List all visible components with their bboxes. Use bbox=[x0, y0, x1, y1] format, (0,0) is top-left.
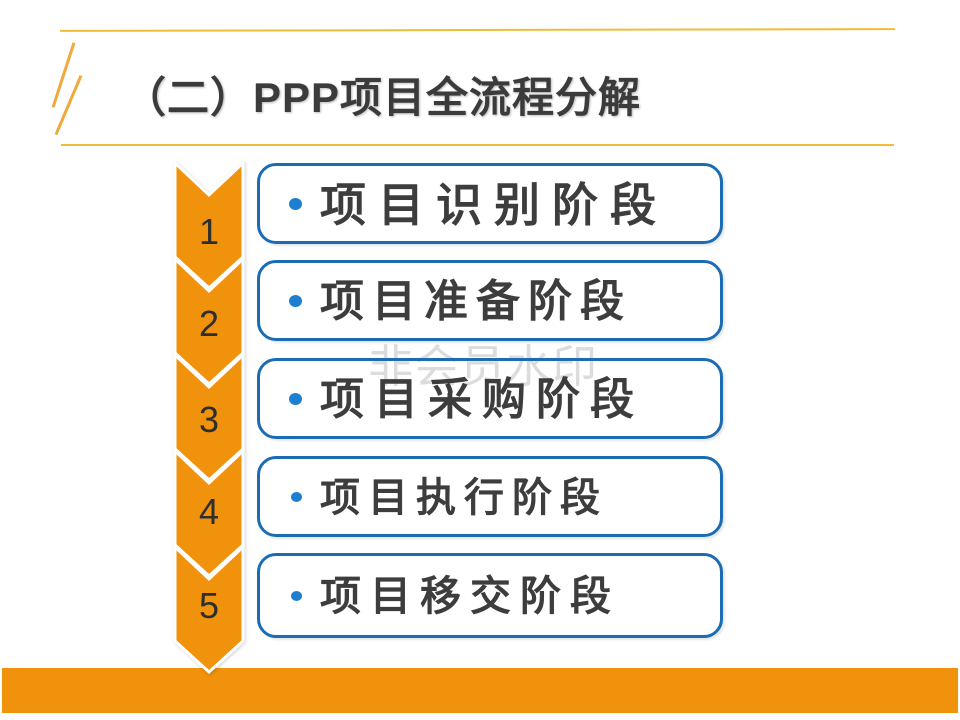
stage-box-preparation: 项目准备阶段 bbox=[257, 260, 723, 341]
stage-label: 项目移交阶段 bbox=[320, 573, 620, 619]
stage-box-transfer: 项目移交阶段 bbox=[257, 553, 723, 638]
bottom-accent-bar bbox=[2, 668, 958, 713]
stage-box-identification: 项目识别阶段 bbox=[257, 163, 723, 244]
process-arrow bbox=[173, 161, 245, 675]
bullet-icon bbox=[289, 197, 302, 210]
slide-title: （二）PPP项目全流程分解 bbox=[124, 74, 642, 121]
stage-number-1: 1 bbox=[198, 211, 220, 252]
stage-box-execution: 项目执行阶段 bbox=[257, 456, 723, 537]
chevron-segment-5 bbox=[173, 543, 245, 675]
stage-label: 项目执行阶段 bbox=[320, 475, 608, 520]
stage-number-2: 2 bbox=[198, 303, 220, 344]
bullet-icon bbox=[291, 491, 302, 502]
title-underline bbox=[61, 144, 894, 146]
bullet-icon bbox=[291, 590, 302, 601]
stage-number-4: 4 bbox=[198, 491, 220, 532]
stage-number-5: 5 bbox=[198, 585, 220, 626]
watermark-text: 非会员水印 bbox=[368, 341, 599, 392]
bullet-icon bbox=[289, 294, 302, 307]
stage-box-procurement: 项目采购阶段 bbox=[257, 358, 723, 439]
stage-number-3: 3 bbox=[198, 399, 220, 440]
stage-label: 项目识别阶段 bbox=[320, 178, 668, 231]
stage-label: 项目采购阶段 bbox=[320, 374, 644, 424]
stage-label: 项目准备阶段 bbox=[320, 276, 632, 326]
top-rule-line bbox=[59, 28, 896, 32]
bullet-icon bbox=[289, 392, 302, 405]
